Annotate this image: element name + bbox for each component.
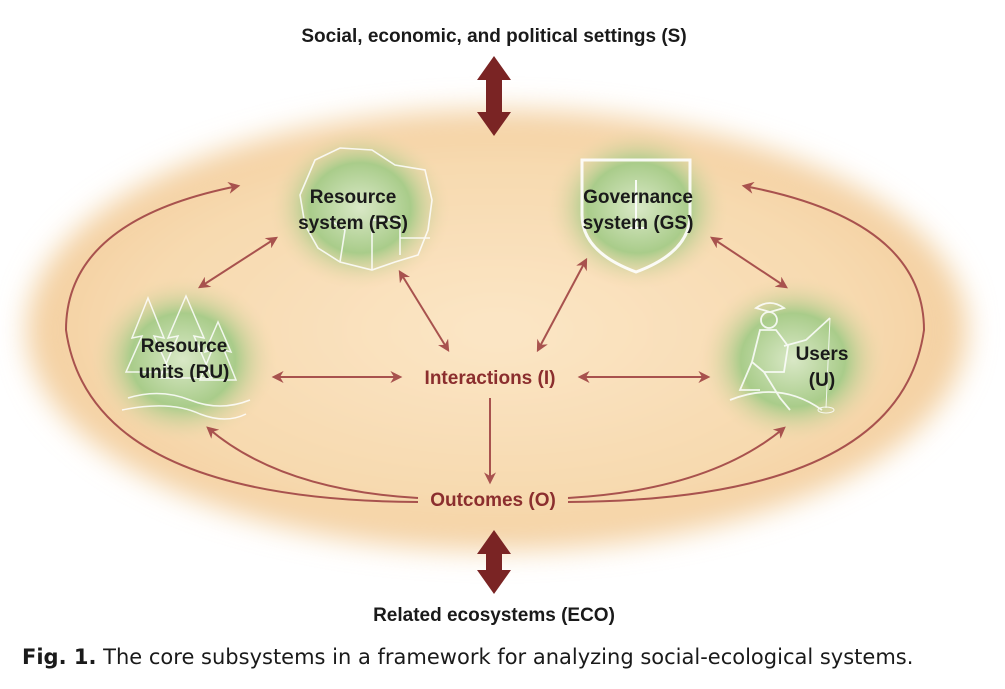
u-glow [698, 275, 888, 445]
settings-ellipse [27, 110, 967, 550]
arrow-o-ru [206, 426, 419, 499]
settings-label: Social, economic, and political settings… [301, 26, 686, 47]
outcomes-label: Outcomes (O) [430, 490, 556, 511]
rs-label-line2: system (RS) [298, 213, 408, 234]
gs-label-line1: Governance [583, 187, 693, 208]
trees-icon [121, 294, 251, 420]
bottom-double-arrow [477, 530, 511, 594]
figure-caption: Fig. 1. The core subsystems in a framewo… [22, 645, 913, 669]
arrow-gs-u [709, 236, 789, 289]
gs-glow [546, 126, 730, 290]
ecosystems-label: Related ecosystems (ECO) [373, 605, 615, 626]
u-label-line1: Users [796, 344, 849, 365]
arrow-o-u [567, 426, 786, 499]
figure-number: Fig. 1. [22, 645, 97, 669]
rs-label-line1: Resource [310, 187, 397, 208]
arrow-rs-ru [197, 236, 279, 289]
shield-icon [580, 158, 692, 274]
arrow-o-rs-outer [64, 181, 419, 503]
gs-label-line2: system (GS) [583, 213, 694, 234]
top-double-arrow [477, 56, 511, 136]
figure-caption-text: The core subsystems in a framework for a… [103, 645, 914, 669]
ru-label-line2: units (RU) [139, 362, 230, 383]
ru-glow [88, 275, 278, 445]
arrow-gs-i [536, 257, 588, 353]
arrow-o-gs-outer [567, 181, 926, 503]
map-icon [299, 147, 433, 271]
u-label-line2: (U) [809, 370, 835, 391]
rs-glow [268, 126, 452, 290]
fisherman-icon [729, 302, 835, 414]
ru-label-line1: Resource [141, 336, 228, 357]
arrow-rs-i [398, 269, 450, 353]
interactions-label: Interactions (I) [425, 368, 556, 389]
